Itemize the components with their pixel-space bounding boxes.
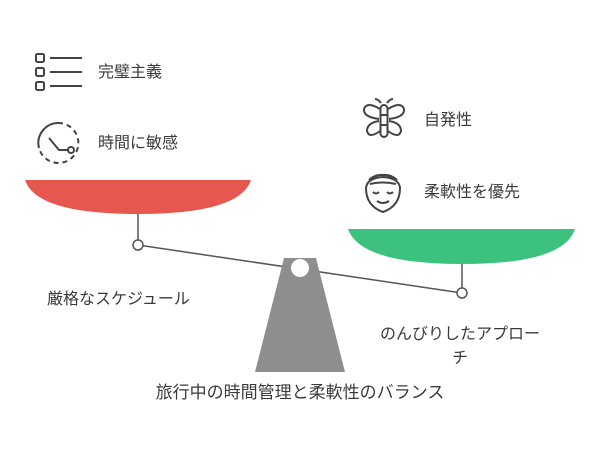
butterfly-icon [361,97,407,143]
right-pan-label-line2: チ [451,348,468,367]
diagram-caption: 旅行中の時間管理と柔軟性のバランス [155,383,445,403]
fulcrum-pivot [291,259,309,277]
left-pivot [132,239,144,251]
fulcrum [255,258,345,372]
right-item-label-prioritize-flexibility: 柔軟性を優先 [424,182,521,201]
right-pan-label-line1: のんびりしたアプロー [379,324,540,343]
right-item-label-spontaneity: 自発性 [424,110,473,129]
right-pan [348,229,575,264]
left-pan-label: 厳格なスケジュール [47,289,190,308]
right-pivot [456,287,468,299]
clock-icon [35,120,81,166]
right-pan-label: のんびりしたアプロー チ [350,322,570,370]
left-item-label-perfectionism: 完璧主義 [98,62,163,81]
checklist-icon [34,52,84,92]
relaxed-face-icon [360,168,406,216]
left-item-label-time-sensitive: 時間に敏感 [98,133,179,152]
left-pan [25,180,251,214]
